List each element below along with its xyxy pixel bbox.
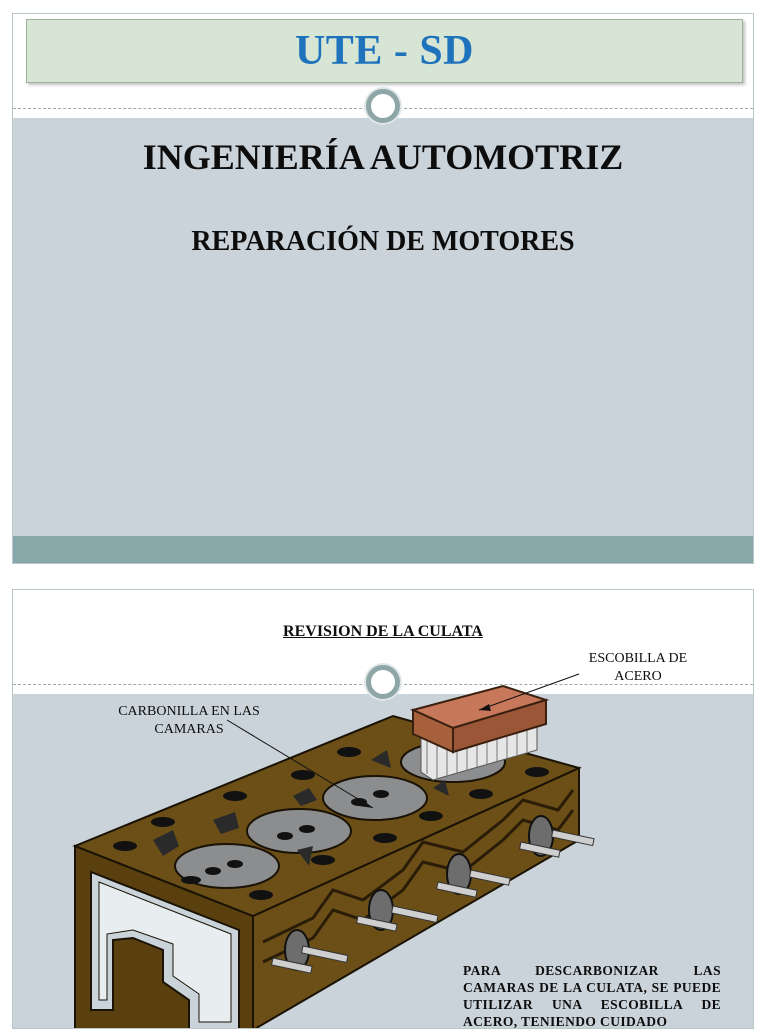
slide-title: REVISION DE LA CULATA xyxy=(283,623,483,640)
valve-guides xyxy=(270,815,595,974)
combustion-chamber xyxy=(246,808,352,854)
brush-label-line2: ACERO xyxy=(614,669,662,684)
combustion-chamber xyxy=(322,775,428,821)
title-banner: UTE - SD xyxy=(26,19,743,83)
slide-1: UTE - SD INGENIERÍA AUTOMOTRIZ REPARACIÓ… xyxy=(12,13,754,564)
wire-brush xyxy=(410,684,550,781)
footer-bar xyxy=(13,536,753,563)
slide-title: UTE - SD xyxy=(294,28,475,74)
brush-label-line1: ESCOBILLA DE xyxy=(588,651,688,666)
slide-heading: INGENIERÍA AUTOMOTRIZ xyxy=(142,137,624,177)
description-paragraph: PARA DESCARBONIZAR LAS CAMARAS DE LA CUL… xyxy=(463,963,721,1029)
content-area xyxy=(13,118,753,536)
combustion-chamber xyxy=(174,843,280,889)
carbon-label-line2: CAMARAS xyxy=(154,722,224,737)
circle-ornament xyxy=(366,665,400,699)
slide-2: REVISION DE LA CULATA xyxy=(12,589,754,1029)
cylinder-head-illustration xyxy=(72,673,595,1028)
brush-label: ESCOBILLA DE ACERO xyxy=(573,650,703,686)
circle-ornament xyxy=(366,89,400,123)
carbon-label: CARBONILLA EN LAS CAMARAS xyxy=(89,703,289,739)
slide-subheading: REPARACIÓN DE MOTORES xyxy=(191,226,575,257)
carbon-label-line1: CARBONILLA EN LAS xyxy=(118,704,260,719)
